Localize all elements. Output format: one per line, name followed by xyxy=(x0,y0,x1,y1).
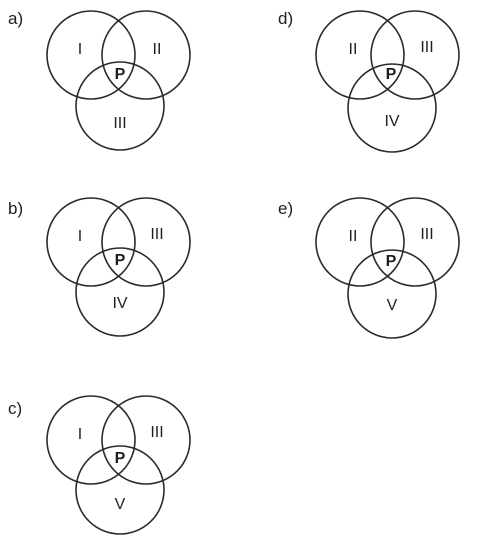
circle-top-left xyxy=(46,197,136,287)
panel-letter: e) xyxy=(278,199,293,218)
region-label-bottom: V xyxy=(115,496,126,513)
panel-letter: c) xyxy=(8,399,22,418)
region-label-top-left: I xyxy=(78,41,82,58)
center-label: P xyxy=(386,253,397,270)
region-label-bottom: IV xyxy=(384,113,399,130)
circle-top-right xyxy=(370,10,460,100)
circle-bottom xyxy=(347,249,437,339)
panel-letter: b) xyxy=(8,199,23,218)
center-label: P xyxy=(115,252,126,269)
circle-top-left xyxy=(315,10,405,100)
circle-top-left xyxy=(46,395,136,485)
circle-bottom xyxy=(75,445,165,535)
region-label-top-right: III xyxy=(150,424,163,441)
circle-bottom xyxy=(75,247,165,337)
circle-top-right xyxy=(101,197,191,287)
circle-top-right xyxy=(370,197,460,287)
circle-top-left xyxy=(315,197,405,287)
center-label: P xyxy=(115,66,126,83)
region-label-top-left: I xyxy=(78,228,82,245)
venn-panel-d: d) II III IV P xyxy=(278,9,460,153)
venn-panel-b: b) I III IV P xyxy=(8,197,191,337)
venn-panel-e: e) II III V P xyxy=(278,197,460,339)
circle-bottom xyxy=(75,61,165,151)
panel-letter: a) xyxy=(8,9,23,28)
region-label-top-left: II xyxy=(349,228,358,245)
circle-top-right xyxy=(101,395,191,485)
region-label-bottom: IV xyxy=(112,295,127,312)
region-label-top-right: III xyxy=(150,226,163,243)
circle-top-right xyxy=(101,10,191,100)
center-label: P xyxy=(115,450,126,467)
region-label-top-left: I xyxy=(78,426,82,443)
region-label-top-left: II xyxy=(349,41,358,58)
region-label-top-right: III xyxy=(420,39,433,56)
venn-panel-c: c) I III V P xyxy=(8,395,191,535)
circle-bottom xyxy=(347,63,437,153)
circle-top-left xyxy=(46,10,136,100)
panel-letter: d) xyxy=(278,9,293,28)
region-label-bottom: V xyxy=(387,297,398,314)
region-label-top-right: III xyxy=(420,226,433,243)
region-label-bottom: III xyxy=(113,115,126,132)
venn-panel-a: a) I II III P xyxy=(8,9,191,151)
region-label-top-right: II xyxy=(153,41,162,58)
center-label: P xyxy=(386,66,397,83)
